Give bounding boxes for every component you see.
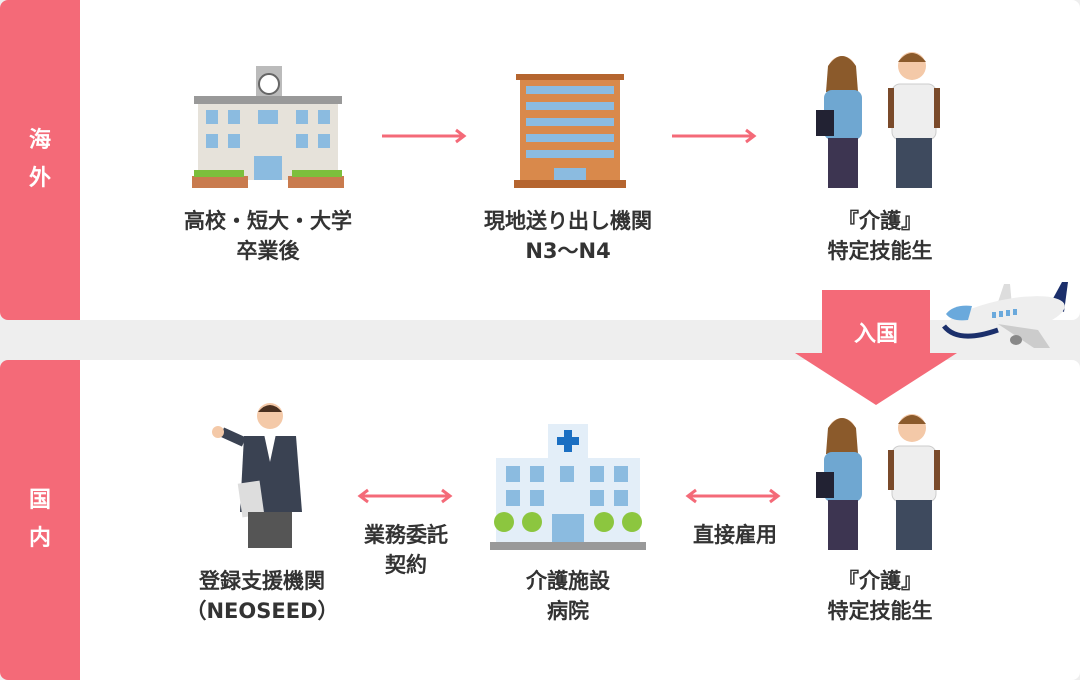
entry-label: 入国	[853, 322, 898, 347]
entry-down-arrow-icon	[795, 290, 957, 405]
step-line: 『介護』	[838, 569, 922, 593]
overseas-panel: 海外 高校・短大・大学卒業後 現地送り出し機関 N3〜N4 『介護』特定技能生	[0, 0, 1080, 320]
domestic-panel: 国内 業務委託契約 直接雇用 登録支援機関 （NEOSEED） 介護施設病院 『介…	[0, 360, 1080, 680]
step-trainee: 『介護』特定技能生	[828, 206, 933, 266]
office-building-icon	[514, 74, 626, 188]
label-char: 内	[28, 526, 51, 551]
step-line: 特定技能生	[827, 599, 933, 623]
step-line: 特定技能生	[827, 239, 933, 263]
step-line: 『介護』	[838, 209, 922, 233]
step-line: 病院	[547, 599, 589, 623]
step-line: 高校・短大・大学	[184, 209, 352, 233]
step-line: 登録支援機関	[199, 569, 325, 593]
relation-outsourcing: 業務委託契約	[364, 520, 448, 580]
businessman-icon	[212, 403, 302, 548]
domestic-label: 国内	[0, 360, 80, 680]
step-line: 現地送り出し機関	[484, 209, 652, 233]
relation-line: 業務委託	[364, 523, 448, 547]
label-char: 外	[28, 166, 51, 191]
double-arrow-icon	[357, 488, 453, 504]
step-trainee: 『介護』特定技能生	[828, 566, 933, 626]
relation-line: 契約	[385, 553, 427, 577]
step-line: （NEOSEED）	[185, 599, 339, 623]
school-building-icon	[192, 66, 344, 188]
relation-line: 直接雇用	[693, 523, 777, 547]
label-char: 海	[28, 128, 51, 153]
step-graduation: 高校・短大・大学卒業後	[184, 206, 352, 266]
relation-direct-employment: 直接雇用	[693, 520, 777, 550]
double-arrow-icon	[685, 488, 781, 504]
airplane-icon	[942, 282, 1068, 348]
step-line: 卒業後	[236, 239, 300, 263]
students-icon	[816, 52, 940, 188]
students-icon	[816, 414, 940, 550]
step-line: 介護施設	[526, 569, 610, 593]
hospital-icon	[490, 424, 646, 550]
label-char: 国	[28, 488, 51, 513]
step-care-facility: 介護施設病院	[526, 566, 610, 626]
step-line: N3〜N4	[525, 239, 611, 263]
right-arrow-icon	[672, 128, 757, 144]
overseas-label: 海外	[0, 0, 80, 320]
step-support-agency: 登録支援機関 （NEOSEED）	[185, 566, 338, 626]
step-sending-agency: 現地送り出し機関 N3〜N4	[484, 206, 652, 266]
right-arrow-icon	[382, 128, 467, 144]
